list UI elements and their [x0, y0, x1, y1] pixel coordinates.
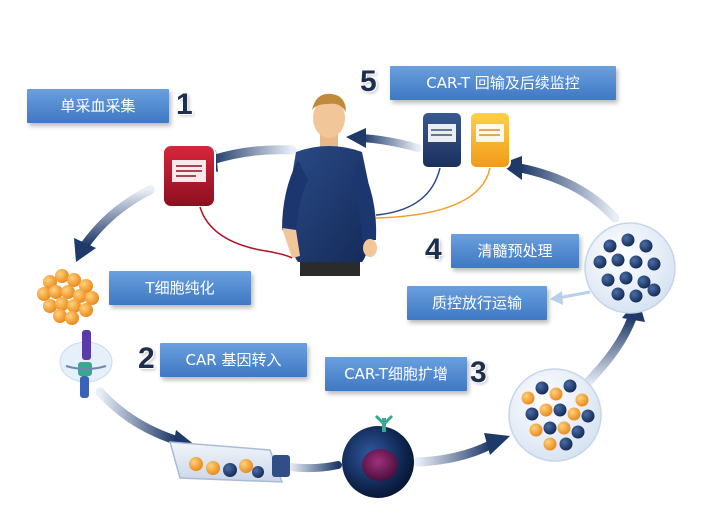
cell	[571, 425, 585, 439]
t-cell	[49, 285, 63, 299]
cell	[647, 283, 661, 297]
step-1-number: 1	[176, 88, 193, 121]
step-5-label: CAR-T 回输及后续监控	[390, 66, 616, 100]
cell-mixture-icon	[508, 368, 602, 462]
cell	[575, 393, 589, 407]
arrow-head	[484, 433, 510, 455]
step-2-label: CAR 基因转入	[160, 343, 307, 377]
t-cell	[55, 297, 69, 311]
quality-label: 质控放行运输	[407, 286, 547, 320]
blood-bag-icon	[162, 144, 293, 259]
cell	[621, 233, 635, 247]
cell	[637, 275, 651, 289]
cell	[529, 423, 543, 437]
cell	[611, 287, 625, 301]
patient-figure	[282, 93, 377, 276]
t-cell	[65, 311, 79, 325]
arrow-to-dish	[580, 313, 637, 390]
cell-dish-icon	[584, 222, 676, 314]
cell	[557, 421, 571, 435]
infusion-bags-icon	[375, 111, 511, 219]
t-cell	[55, 269, 69, 283]
t-cell	[43, 299, 57, 313]
arrow-head	[550, 291, 563, 305]
t-cell	[79, 303, 93, 317]
arrow-to-cell	[286, 461, 342, 473]
step-3-label: CAR-T细胞扩增	[325, 357, 467, 391]
cell	[543, 421, 557, 435]
cell	[567, 407, 581, 421]
t-cell	[67, 273, 81, 287]
t-cell	[85, 291, 99, 305]
t-cell	[67, 299, 81, 313]
step-4-label: 清髓预处理	[451, 234, 579, 268]
cell	[647, 257, 661, 271]
cell	[629, 289, 643, 303]
cell	[525, 407, 539, 421]
cell	[593, 255, 607, 269]
t-cell	[37, 287, 51, 301]
cell	[543, 437, 557, 451]
step-4-number: 4	[425, 233, 442, 266]
purification-label: T细胞纯化	[109, 271, 251, 305]
step-1-label: 单采血采集	[27, 89, 169, 123]
cell	[639, 239, 653, 253]
arrow-to-patient	[358, 134, 422, 152]
arrow-to-flask	[95, 387, 180, 445]
t-cell	[53, 309, 67, 323]
arrow-head	[74, 238, 96, 262]
cell	[619, 271, 633, 285]
cell	[629, 255, 643, 269]
arrow-head	[346, 128, 366, 148]
cell	[563, 379, 577, 393]
t-cell-cluster-icon	[37, 269, 99, 325]
cell	[535, 381, 549, 395]
cell	[559, 437, 573, 451]
step-5-number: 5	[360, 65, 377, 98]
cell	[603, 239, 617, 253]
arrow-to-cluster	[80, 185, 155, 250]
cell	[521, 391, 535, 405]
cell	[581, 409, 595, 423]
cell	[611, 253, 625, 267]
arrow-to-mixture	[413, 440, 495, 467]
step-2-number: 2	[138, 342, 155, 375]
cell	[601, 273, 615, 287]
arrow-to-blood-bag	[207, 145, 297, 165]
arrow-quality	[557, 290, 591, 300]
culture-flask-icon	[168, 441, 290, 483]
car-receptor-icon	[59, 330, 113, 398]
cell	[553, 403, 567, 417]
step-3-number: 3	[470, 356, 487, 389]
cell	[539, 403, 553, 417]
arrow-to-infusion	[515, 163, 620, 223]
cell	[549, 387, 563, 401]
car-t-cell-icon	[342, 414, 414, 498]
t-cell	[61, 285, 75, 299]
